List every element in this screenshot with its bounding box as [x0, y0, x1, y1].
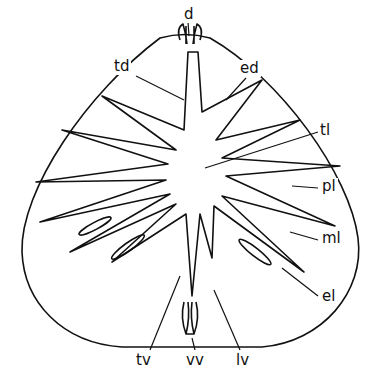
- lateral-fold: [237, 237, 273, 268]
- ventral-structure: [182, 302, 197, 334]
- leader-lines: [136, 22, 318, 350]
- part-label: el: [320, 288, 337, 305]
- part-label: tl: [318, 122, 332, 139]
- part-label: pl: [320, 178, 338, 195]
- part-label: ml: [320, 230, 343, 247]
- part-label: lv: [234, 352, 251, 369]
- part-label: tv: [134, 352, 153, 369]
- lateral-fold: [109, 232, 146, 262]
- part-label: ed: [238, 60, 261, 77]
- body-outline: [22, 35, 359, 348]
- part-label: vv: [184, 352, 206, 369]
- dorsal-structure: [179, 24, 202, 44]
- part-label: d: [182, 6, 196, 23]
- lumen-outline: [36, 52, 340, 296]
- part-label: td: [112, 58, 131, 75]
- lateral-fold: [77, 214, 112, 237]
